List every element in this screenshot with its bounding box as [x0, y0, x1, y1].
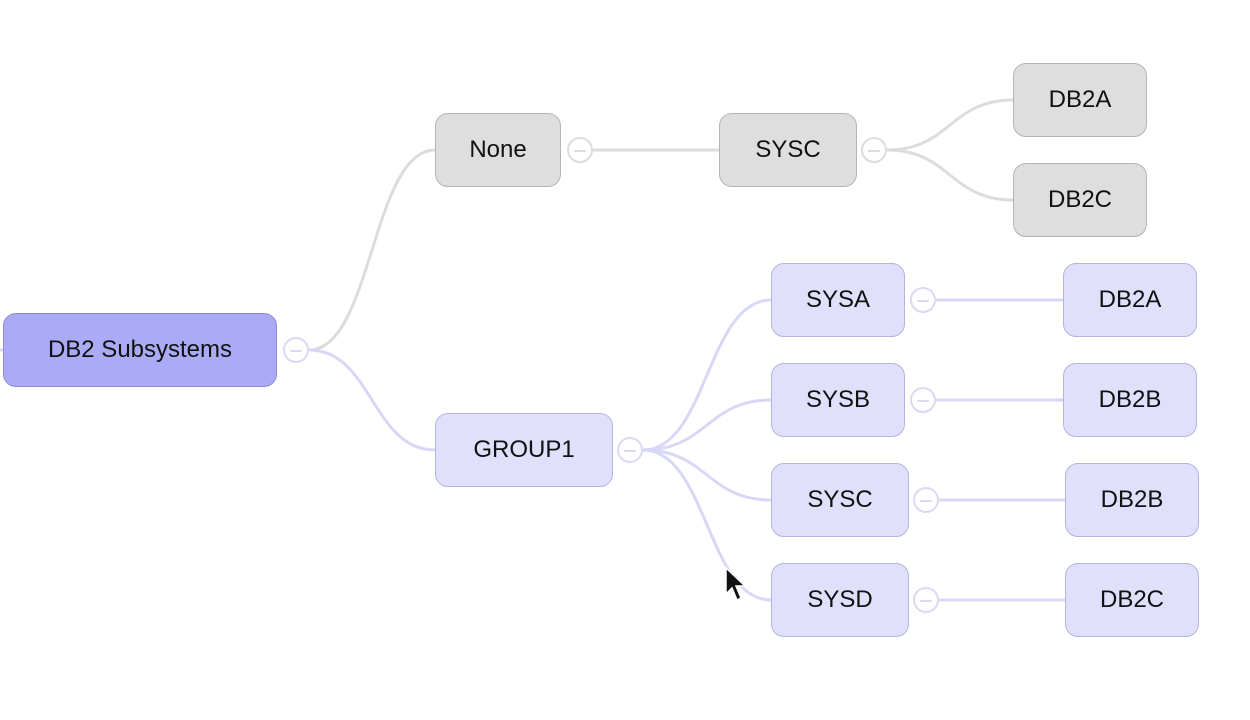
connector-line [642, 448, 772, 502]
collapse-minus-icon[interactable] [283, 337, 309, 363]
collapse-minus-icon[interactable] [910, 387, 936, 413]
collapse-minus-icon[interactable] [910, 287, 936, 313]
node-sysa-db2a[interactable]: DB2A [1063, 263, 1197, 337]
mouse-cursor-icon [725, 566, 747, 602]
collapse-minus-icon[interactable] [913, 587, 939, 613]
node-sysb-db2b[interactable]: DB2B [1063, 363, 1197, 437]
node-group1[interactable]: GROUP1 [435, 413, 613, 487]
collapse-minus-icon[interactable] [861, 137, 887, 163]
node-root[interactable]: DB2 Subsystems [3, 313, 277, 387]
collapse-minus-icon[interactable] [617, 437, 643, 463]
connector-line [642, 398, 772, 452]
node-sysb[interactable]: SYSB [771, 363, 905, 437]
connector-line [308, 348, 436, 452]
connector-line [308, 148, 436, 352]
node-sysc[interactable]: SYSC [771, 463, 909, 537]
node-none-db2a[interactable]: DB2A [1013, 63, 1147, 137]
node-none[interactable]: None [435, 113, 561, 187]
connector-line [886, 148, 1014, 202]
node-none-sysc[interactable]: SYSC [719, 113, 857, 187]
node-sysa[interactable]: SYSA [771, 263, 905, 337]
node-sysd-db2c[interactable]: DB2C [1065, 563, 1199, 637]
node-sysd[interactable]: SYSD [771, 563, 909, 637]
connector-line [642, 448, 772, 602]
collapse-minus-icon[interactable] [913, 487, 939, 513]
node-none-db2c[interactable]: DB2C [1013, 163, 1147, 237]
connector-line [642, 298, 772, 452]
collapse-minus-icon[interactable] [567, 137, 593, 163]
node-sysc-db2b[interactable]: DB2B [1065, 463, 1199, 537]
connector-line [886, 98, 1014, 152]
